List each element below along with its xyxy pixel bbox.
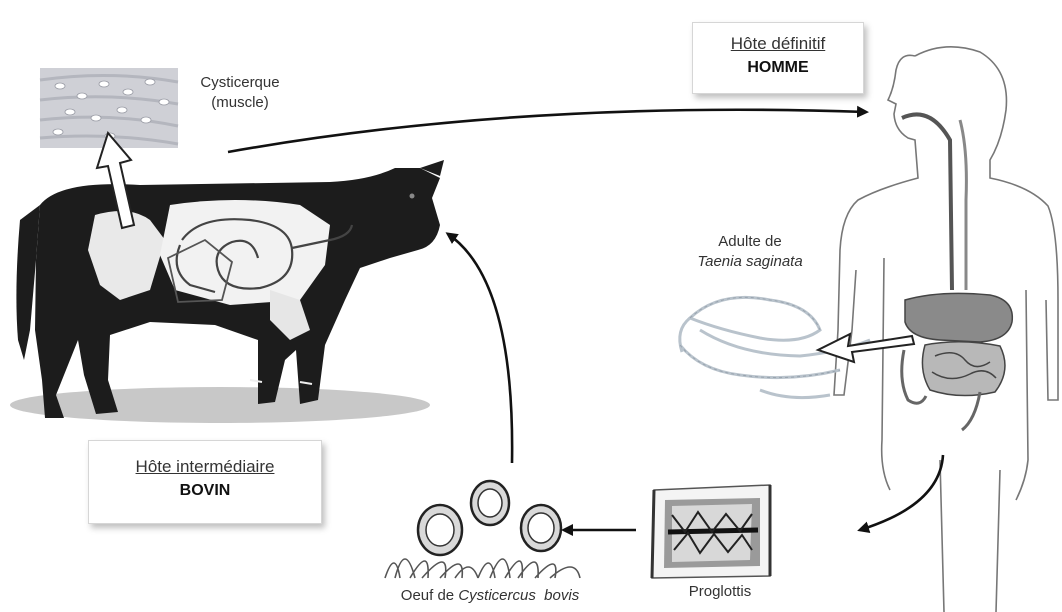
cow-illustration <box>10 160 444 423</box>
arrow-human-to-proglottis <box>860 455 943 530</box>
intestine-to-adult-arrow <box>818 334 914 362</box>
proglottis-illustration <box>652 485 770 578</box>
egg-label: Oeuf de Cysticercus bovis <box>360 586 620 606</box>
definitive-host-title: Hôte définitif <box>693 32 863 56</box>
egg-label-species: Cysticercus bovis <box>458 587 579 604</box>
arrow-eggs-to-cow <box>448 234 512 463</box>
cysticercus-label-line2: (muscle) <box>180 93 300 113</box>
intermediate-host-title: Hôte intermédiaire <box>89 455 321 479</box>
definitive-host-box: Hôte définitif HOMME <box>692 22 864 94</box>
proglottis-label: Proglottis <box>670 582 770 602</box>
cysticercus-label: Cysticerque (muscle) <box>180 73 300 113</box>
arrow-cow-to-human <box>228 110 866 152</box>
cysticercus-label-line1: Cysticerque <box>180 73 300 93</box>
definitive-host-name: HOMME <box>693 56 863 80</box>
adult-tapeworm-label: Adulte de Taenia saginata <box>660 232 840 272</box>
human-digestive-tract <box>902 114 1013 430</box>
adult-label-line1: Adulte de <box>660 232 840 252</box>
egg-label-prefix: Oeuf de <box>401 587 459 604</box>
adult-label-species: Taenia saginata <box>660 252 840 272</box>
intermediate-host-name: BOVIN <box>89 479 321 503</box>
intermediate-host-box: Hôte intermédiaire BOVIN <box>88 440 322 524</box>
eggs-illustration <box>385 481 580 578</box>
